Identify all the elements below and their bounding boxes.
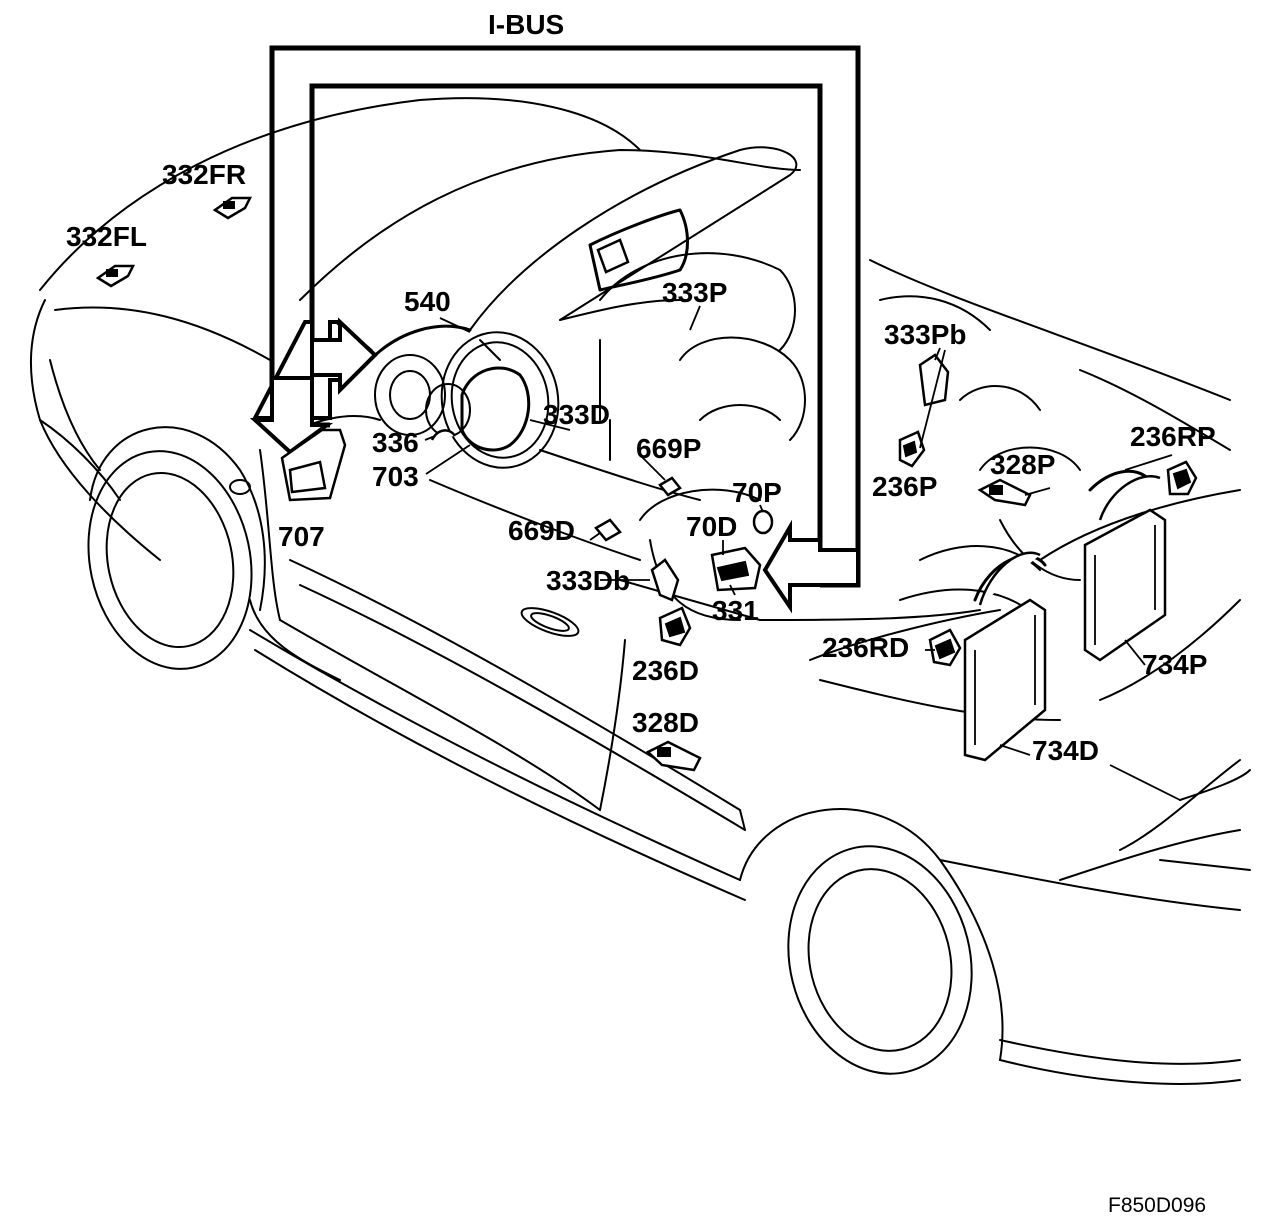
label-336: 336 — [372, 427, 419, 458]
airbag-333Db-icon — [650, 558, 680, 602]
pretensioner-236RD-icon — [928, 628, 962, 667]
module-707-icon — [280, 428, 347, 502]
ibus-arrow-seat — [762, 519, 860, 614]
ibus-arrow-dash — [310, 317, 378, 395]
label-669P: 669P — [636, 433, 701, 464]
label-332FL: 332FL — [66, 221, 147, 252]
label-236D: 236D — [632, 655, 699, 686]
label-70D: 70D — [686, 511, 737, 542]
label-703: 703 — [372, 461, 419, 492]
label-707: 707 — [278, 521, 325, 552]
label-333Pb: 333Pb — [884, 319, 967, 350]
pretensioner-236D-icon — [658, 606, 692, 647]
labels: I-BUS 332FR 332FL 540 333P 333Pb 336 703… — [66, 9, 1216, 1217]
label-333P: 333P — [662, 277, 727, 308]
pretensioner-236P-icon — [898, 430, 926, 468]
sensor-328D-icon — [645, 740, 702, 772]
car-outline — [29, 97, 1251, 1085]
label-669D: 669D — [508, 515, 575, 546]
module-70P-icon — [752, 509, 774, 535]
ibus-loop — [249, 45, 861, 614]
label-328P: 328P — [990, 449, 1055, 480]
sensor-332FL-icon — [95, 264, 136, 288]
sensor-332FR-icon — [212, 196, 253, 220]
pretensioner-236RP-icon — [1166, 460, 1198, 496]
label-331: 331 — [712, 595, 759, 626]
label-734P: 734P — [1142, 649, 1207, 680]
label-236RD: 236RD — [822, 632, 909, 663]
airbag-333P-icon — [596, 238, 630, 274]
module-734D-icon — [963, 551, 1047, 762]
label-540: 540 — [404, 286, 451, 317]
label-236P: 236P — [872, 471, 937, 502]
control-unit-70D-icon — [710, 546, 762, 592]
label-236RP: 236RP — [1130, 421, 1216, 452]
label-328D: 328D — [632, 707, 699, 738]
label-70P: 70P — [732, 477, 782, 508]
airbag-333Pb-icon — [918, 353, 950, 407]
module-734P-icon — [1083, 475, 1167, 662]
leader-lines — [424, 305, 1181, 801]
sensor-328P-icon — [977, 478, 1032, 507]
sensor-669P-icon — [658, 476, 682, 497]
label-333Db: 333Db — [546, 565, 630, 596]
components — [95, 196, 1198, 772]
ibus-title: I-BUS — [488, 9, 564, 40]
label-734D: 734D — [1032, 735, 1099, 766]
figure-code: F850D096 — [1108, 1194, 1206, 1217]
sensor-669D-icon — [594, 518, 622, 542]
label-333D: 333D — [543, 399, 610, 430]
label-332FR: 332FR — [162, 159, 246, 190]
